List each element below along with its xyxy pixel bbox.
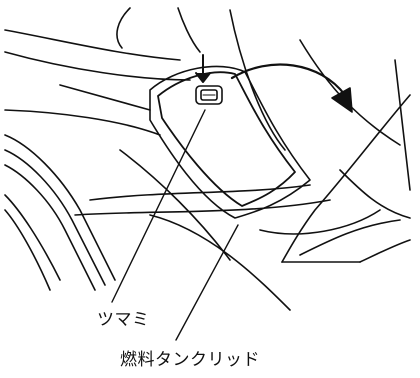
down-arrow-icon xyxy=(195,54,211,83)
knob-label: ツマミ xyxy=(97,310,150,330)
lid-leader-line xyxy=(175,224,239,341)
curved-arrow-icon xyxy=(230,63,353,113)
left-pillar-lines xyxy=(4,134,116,291)
knob-latch xyxy=(195,85,223,105)
knob-leader-line xyxy=(111,109,206,303)
right-panel-lines xyxy=(281,94,411,263)
fuel-lid-label: 燃料タンクリッド xyxy=(120,350,260,370)
body-contour-lines xyxy=(4,7,411,311)
fuel-lid-panel xyxy=(157,71,296,207)
lid-recess-outline xyxy=(149,65,311,219)
